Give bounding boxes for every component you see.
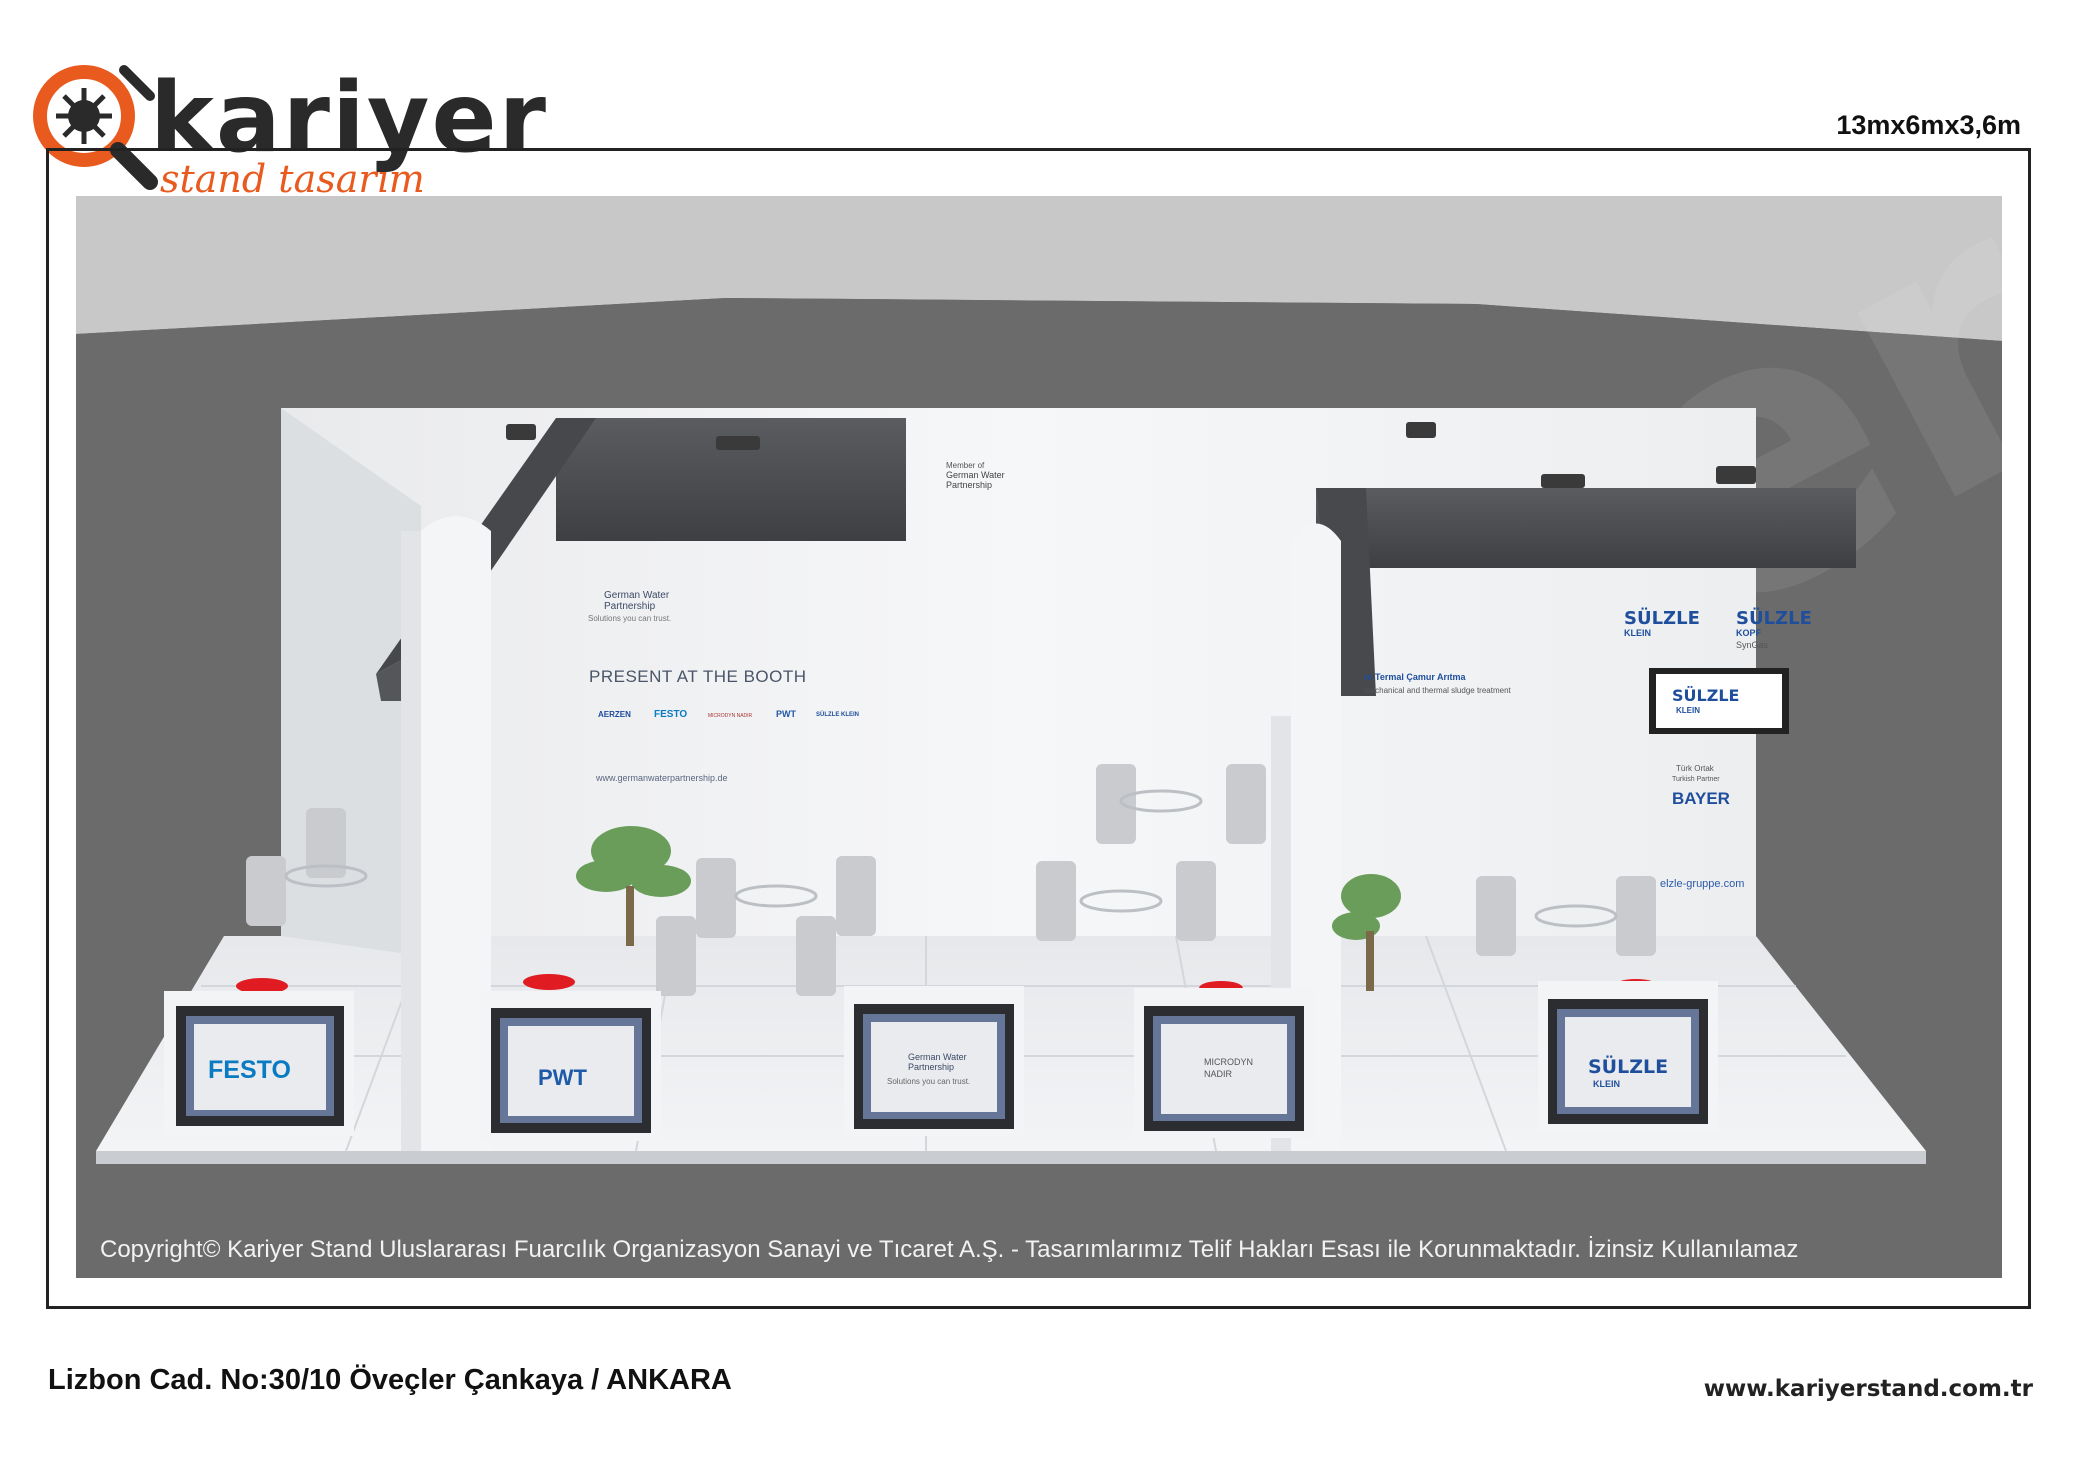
sulzle-url: elzle-gruppe.com (1660, 878, 1744, 890)
render-frame (46, 148, 2031, 1309)
counter-gwp-2: Partnership (908, 1062, 954, 1072)
counter-gwp-3: Solutions you can trust. (887, 1077, 970, 1086)
tv-logo: SÜLZLE (1672, 686, 1739, 705)
floor-edge (96, 1151, 1926, 1164)
plant-left (576, 826, 691, 946)
gwp-url: www.germanwaterpartnership.de (595, 773, 728, 783)
present-logo-1: AERZEN (598, 710, 631, 719)
booth-render: kariyer (76, 196, 2002, 1278)
company-website[interactable]: www.kariyerstand.com.tr (1703, 1376, 2033, 1402)
sulzle-kopf-sub2: SynGas (1736, 640, 1769, 650)
counter-pwt: PWT (538, 1065, 587, 1090)
sulzle-klein-logo: SÜLZLE (1624, 607, 1700, 629)
plant-right (1332, 874, 1401, 991)
right-header-beam (1316, 488, 1856, 568)
tables (284, 789, 1618, 928)
counter-microdyn-1: MICRODYN (1204, 1057, 1253, 1067)
turkish-partner: Turkish Partner (1672, 776, 1720, 783)
back-wall (281, 408, 1756, 936)
chairs (246, 764, 1656, 996)
booth-illustration: kariyer (76, 196, 2002, 1278)
bayer-logo: BAYER (1672, 789, 1730, 808)
sulzle-kopf-logo: SÜLZLE (1736, 607, 1812, 629)
gwp-wall-slogan: Solutions you can trust. (588, 614, 671, 623)
magnifier-icon (33, 65, 158, 190)
company-address: Lizbon Cad. No:30/10 Öveçler Çankaya / A… (48, 1364, 732, 1396)
spot-lights (506, 422, 1756, 488)
gwp-top-name-2: Partnership (946, 480, 992, 490)
gwp-top-name-1: German Water (946, 470, 1005, 480)
counter-festo: FESTO (208, 1056, 291, 1084)
member-logo-wall (946, 551, 1276, 561)
left-header-beam (556, 418, 906, 541)
sulzle-klein-sub: KLEIN (1624, 628, 1651, 638)
present-logo-5: SÜLZLE KLEIN (816, 711, 859, 718)
stand-dimensions: 13mx6mx3,6m (1836, 110, 2021, 140)
present-heading: PRESENT AT THE BOOTH (589, 667, 807, 686)
present-logo-4: PWT (776, 709, 796, 719)
counter-sulzle-1: SÜLZLE (1588, 1054, 1668, 1078)
left-pillar-side (401, 531, 421, 1151)
present-logo-3: MICRODYN NADIR (708, 713, 753, 719)
left-pillar (421, 516, 491, 1151)
present-logo-2: FESTO (654, 709, 687, 720)
sulzle-kopf-sub: KOPF (1736, 628, 1762, 638)
gwp-wall-name-1: German Water (604, 590, 670, 601)
gwp-wall-name-2: Partnership (604, 601, 656, 612)
counter-gwp-1: German Water (908, 1052, 967, 1062)
thermal-title: re Termal Çamur Arıtma (1364, 672, 1467, 682)
thermal-subtitle: mechanical and thermal sludge treatment (1364, 686, 1512, 695)
counter-sulzle-2: KLEIN (1593, 1079, 1620, 1089)
tv-logo-sub: KLEIN (1676, 706, 1700, 715)
turk-ortak: Türk Ortak (1676, 764, 1715, 773)
reception-counters (164, 981, 1718, 1141)
hall-ceiling (76, 196, 2002, 341)
wall-graphics: Member of German Water Partnership Germa… (208, 461, 1812, 1090)
copyright-notice: Copyright© Kariyer Stand Uluslararası Fu… (100, 1236, 1799, 1263)
counter-microdyn-2: NADIR (1204, 1069, 1233, 1079)
gwp-member-line: Member of (946, 461, 985, 470)
